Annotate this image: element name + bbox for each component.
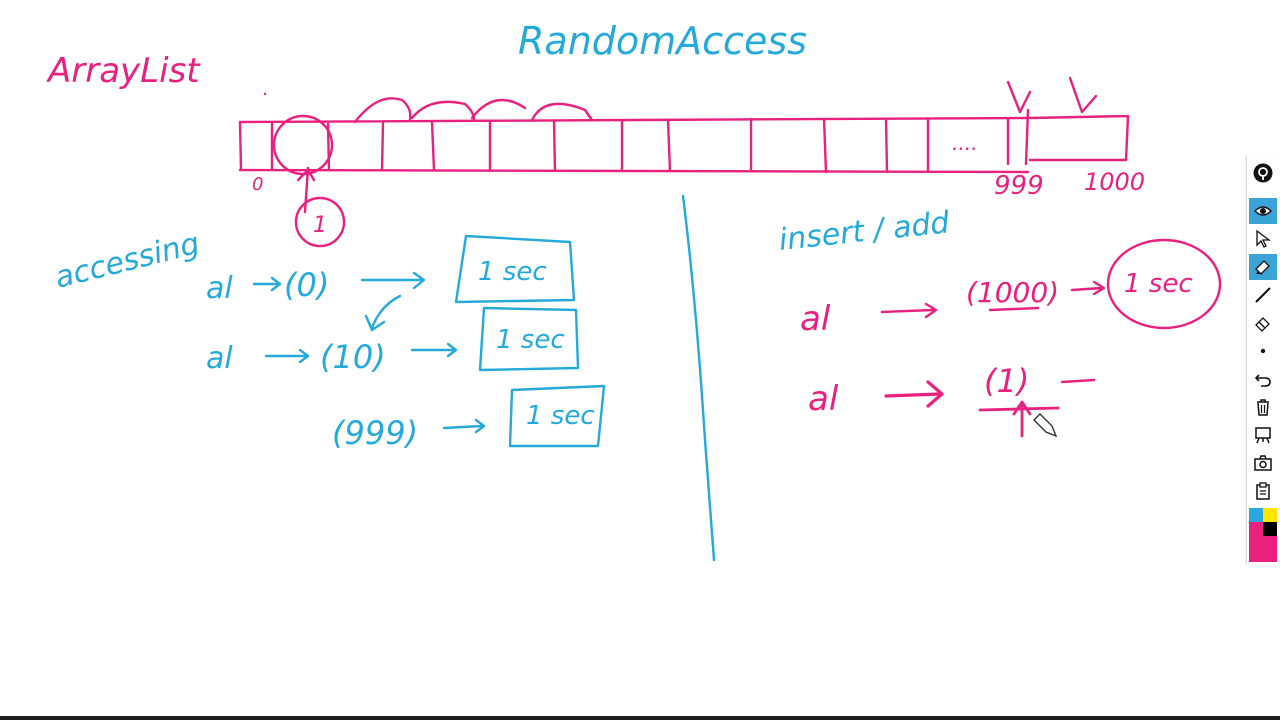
select-tool-button[interactable] (1249, 226, 1277, 252)
color-swatch-yellow[interactable] (1263, 508, 1277, 522)
accessing-heading: accessing (51, 226, 203, 296)
access-row-3-index: (999) (332, 414, 418, 452)
trash-icon (1257, 399, 1269, 416)
pen-line-icon (1255, 287, 1271, 303)
clipboard-icon (1256, 482, 1270, 500)
clipboard-button[interactable] (1249, 478, 1277, 504)
index-first: 0 (252, 174, 263, 195)
highlighter-icon (1255, 260, 1270, 275)
cursor-icon (1256, 229, 1271, 248)
highlighter-tool-button[interactable] (1249, 254, 1277, 280)
dot-icon (1260, 348, 1266, 354)
page-title: RandomAccess (518, 19, 807, 63)
bottom-edge-bar (0, 716, 1280, 720)
access-row-2-var: al (206, 341, 233, 376)
index-extra: 1000 (1084, 168, 1145, 196)
eraser-icon (1255, 317, 1270, 332)
insert-section: insert / add al (1000) 1 sec al (1) (777, 205, 1222, 438)
annotation-toolbar (1246, 156, 1279, 564)
access-row-1-var: al (206, 271, 233, 306)
access-row-2-index: (10) (320, 338, 386, 376)
arraylist-label: ArrayList (46, 51, 201, 91)
accessed-value: 1 (313, 213, 327, 238)
view-toggle-button[interactable] (1249, 198, 1277, 224)
pen-cursor-icon (1033, 413, 1058, 438)
whiteboard-button[interactable] (1249, 422, 1277, 448)
undo-button[interactable] (1249, 366, 1277, 392)
access-row-2-result: 1 sec (496, 325, 565, 355)
insert-row-1-index: (1000) (966, 276, 1059, 309)
pen-tool-button[interactable] (1249, 282, 1277, 308)
index-last: 999 (994, 171, 1044, 201)
color-swatch-black[interactable] (1263, 522, 1277, 536)
ellipsis: .... (952, 131, 977, 155)
whiteboard-icon (1255, 427, 1271, 444)
access-row-1-result: 1 sec (478, 257, 547, 287)
insert-heading: insert / add (777, 205, 952, 258)
app-logo-button[interactable] (1249, 160, 1277, 186)
clear-button[interactable] (1249, 394, 1277, 420)
camera-icon (1254, 455, 1272, 471)
insert-row-1-result: 1 sec (1124, 269, 1193, 299)
pen-logo-icon (1253, 163, 1273, 183)
access-row-1-index: (0) (284, 266, 329, 304)
insert-row-2-var: al (808, 379, 839, 419)
insert-row-1-var: al (800, 299, 831, 339)
divider-line (681, 194, 716, 562)
eraser-tool-button[interactable] (1249, 310, 1277, 336)
undo-icon (1254, 374, 1271, 387)
accessing-section: accessing al (0) 1 sec al (10) 1 sec (99… (51, 226, 606, 452)
access-row-3-result: 1 sec (526, 401, 595, 431)
eye-icon (1254, 206, 1272, 216)
screenshot-button[interactable] (1249, 450, 1277, 476)
color-swatch-blue[interactable] (1249, 508, 1263, 522)
insert-row-2-index: (1) (984, 362, 1029, 400)
array-diagram: 1 .... 0 999 1000 (238, 76, 1145, 248)
brush-size-button[interactable] (1249, 338, 1277, 364)
